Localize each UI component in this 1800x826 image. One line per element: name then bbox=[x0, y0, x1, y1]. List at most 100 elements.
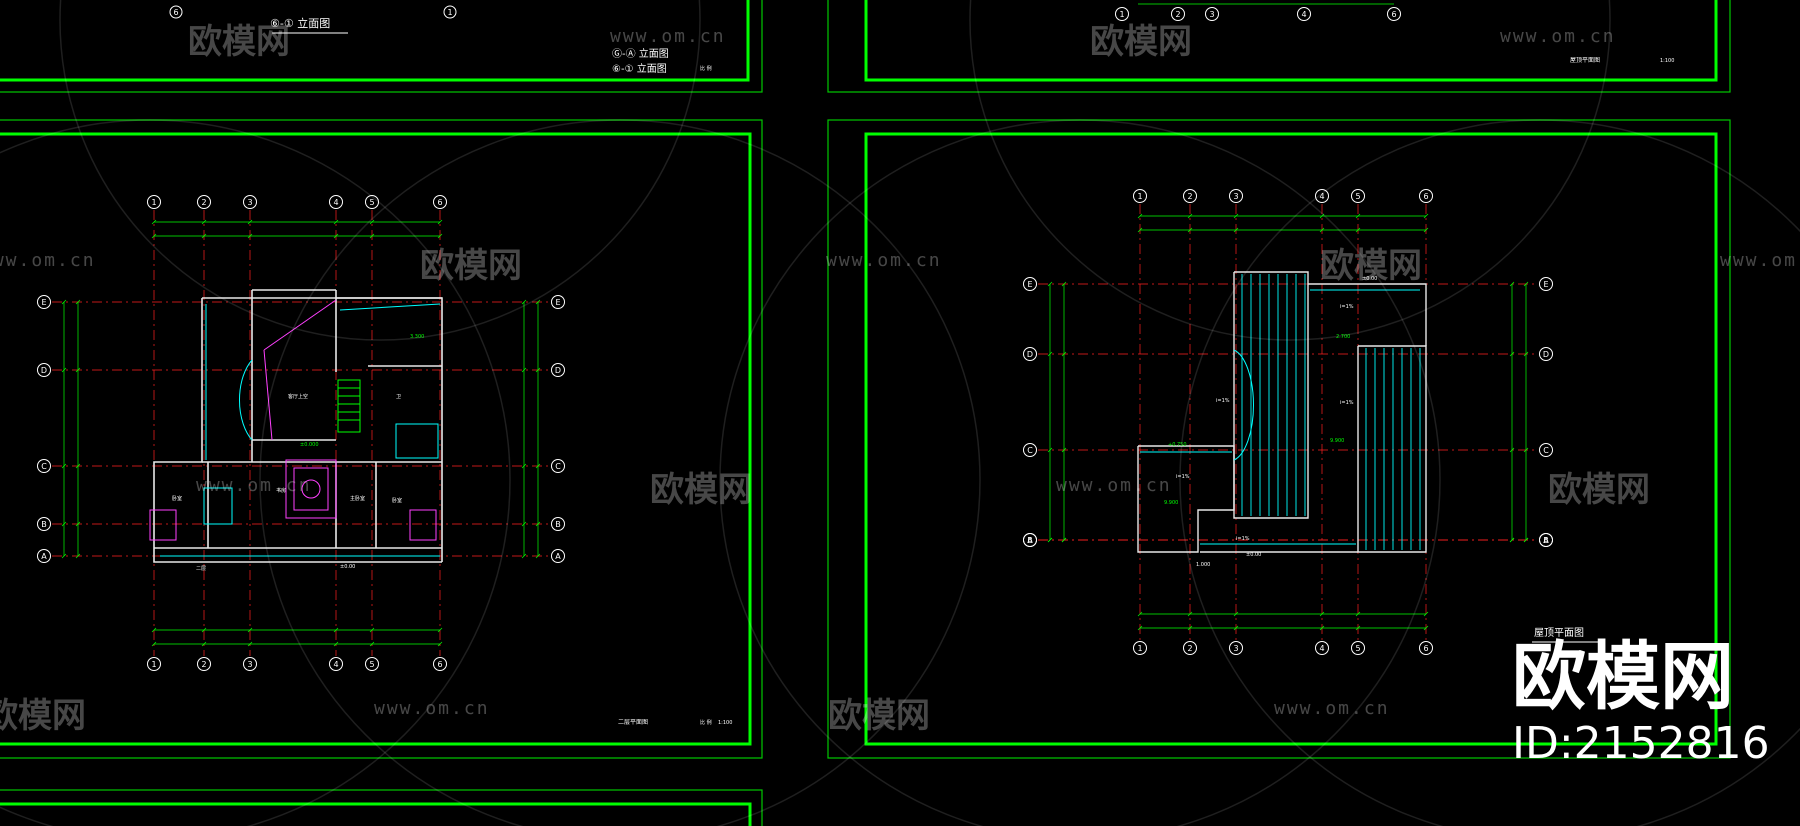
rp-axis-left-C: C bbox=[1023, 443, 1037, 457]
lp-axis-top-1-label: 1 bbox=[151, 198, 156, 207]
lp-axis-bottom-3-label: 3 bbox=[247, 660, 252, 669]
second-floor-plan: 客厅上空 卫 卧室 书房 主卧室 卧室 ±0.000 3.300 二层 ±0.0… bbox=[37, 195, 732, 726]
left-plan-annotations: 客厅上空 卫 卧室 书房 主卧室 卧室 ±0.000 3.300 二层 ±0.0… bbox=[172, 334, 424, 572]
right-plan-roof-outline bbox=[1137, 271, 1427, 553]
right-plan-roof-tiles bbox=[1241, 274, 1421, 550]
watermark-url: www.om.cn bbox=[1274, 698, 1390, 719]
rp-axis-top-2: 2 bbox=[1183, 189, 1197, 203]
lp-axis-bottom-1: 1 bbox=[147, 657, 161, 671]
watermark-logo: 欧模网 bbox=[0, 696, 86, 736]
left-plan-dimensions bbox=[61, 219, 541, 647]
watermark-logo: 欧模网 bbox=[650, 470, 752, 510]
rp-axis-top-3: 3 bbox=[1229, 189, 1243, 203]
svg-text:书房: 书房 bbox=[276, 487, 286, 494]
lp-axis-left-B-label: B bbox=[41, 520, 47, 529]
sheet-bottom-left bbox=[0, 789, 763, 826]
lp-axis-bottom-3: 3 bbox=[243, 657, 257, 671]
left-plan-axis-lines bbox=[52, 210, 550, 656]
lp-axis-top-4-label: 4 bbox=[333, 198, 338, 207]
rp-axis-bottom-3-label: 3 bbox=[1233, 644, 1238, 653]
right-plan-annotations: +0.750 i=1% 9.900 9.900 2.700 i=1% i=1% … bbox=[1164, 276, 1377, 568]
left-plan-title: 二层平面图 bbox=[618, 719, 648, 726]
lp-axis-right-C: C bbox=[551, 459, 565, 473]
lp-axis-top-3-label: 3 bbox=[247, 198, 252, 207]
rp-axis-bottom-5-label: 5 bbox=[1355, 644, 1360, 653]
svg-text:i=1%: i=1% bbox=[1340, 400, 1354, 406]
lp-axis-top-6-label: 6 bbox=[437, 198, 442, 207]
svg-text:卧室: 卧室 bbox=[392, 497, 402, 504]
svg-text:9.900: 9.900 bbox=[1330, 438, 1344, 444]
lp-axis-top-4: 4 bbox=[329, 195, 343, 209]
watermark-url: www.om.cn bbox=[196, 475, 312, 496]
rp-axis-top-3-label: 3 bbox=[1233, 192, 1238, 201]
rp-axis-top-4-label: 4 bbox=[1319, 192, 1324, 201]
rp-axis-right-C-label: C bbox=[1543, 446, 1549, 455]
lp-axis-right-B: B bbox=[551, 517, 565, 531]
svg-text:±0.00: ±0.00 bbox=[1362, 276, 1377, 282]
rp-axis-bottom-3: 3 bbox=[1229, 641, 1243, 655]
sheet-top-left-content: 6 1 ⑥-① 立面图 Ⓖ-Ⓐ 立面图 ⑥-① 立面图 比 例 bbox=[169, 5, 712, 75]
rp-axis-left-C-label: C bbox=[1027, 446, 1033, 455]
watermark-logo: 欧模网 bbox=[1320, 246, 1422, 286]
rp-axis-left-E-label: E bbox=[1027, 280, 1032, 289]
lp-axis-left-C-label: C bbox=[41, 462, 47, 471]
watermark-logo: 欧模网 bbox=[1548, 470, 1650, 510]
lp-axis-top-2: 2 bbox=[197, 195, 211, 209]
rp-axis-bottom-2-label: 2 bbox=[1187, 644, 1192, 653]
svg-text:1.000: 1.000 bbox=[1196, 562, 1210, 568]
top-right-axis-2: 2 bbox=[1171, 7, 1185, 21]
right-plan-axis-lines bbox=[1038, 204, 1538, 640]
rp-axis-top-5-label: 5 bbox=[1355, 192, 1360, 201]
lp-axis-bottom-6-label: 6 bbox=[437, 660, 442, 669]
top-right-axis-1: 1 bbox=[1115, 7, 1129, 21]
lp-axis-bottom-4-label: 4 bbox=[333, 660, 338, 669]
lp-axis-top-6: 6 bbox=[433, 195, 447, 209]
lp-axis-left-E: E bbox=[37, 295, 51, 309]
left-plan-furniture bbox=[149, 299, 437, 541]
legend-elevation-b: ⑥-① 立面图 bbox=[612, 62, 667, 75]
sheet-top-left-outer bbox=[0, 0, 763, 93]
lp-axis-top-5-label: 5 bbox=[369, 198, 374, 207]
rp-axis-right-A-label: A bbox=[1543, 536, 1549, 545]
sheet-top-right-outer bbox=[827, 0, 1731, 93]
lp-axis-right-C-label: C bbox=[555, 462, 561, 471]
lp-axis-top-5: 5 bbox=[365, 195, 379, 209]
sheet-bottom-left-inner bbox=[0, 802, 752, 826]
right-plan-dimensions bbox=[1047, 213, 1529, 631]
top-right-axis-3-label: 3 bbox=[1209, 10, 1214, 19]
lp-axis-top-3: 3 bbox=[243, 195, 257, 209]
rp-axis-left-D: D bbox=[1023, 347, 1037, 361]
svg-text:卧室: 卧室 bbox=[172, 495, 182, 502]
lp-axis-right-E-label: E bbox=[555, 298, 560, 307]
lp-axis-bottom-4: 4 bbox=[329, 657, 343, 671]
lp-axis-bottom-2-label: 2 bbox=[201, 660, 206, 669]
svg-text:±0.00: ±0.00 bbox=[1246, 552, 1261, 558]
sheet-top-right-title: 屋顶平面图 bbox=[1570, 57, 1600, 64]
sheet-top-left-inner bbox=[0, 0, 750, 82]
watermark-url: www.om.cn bbox=[1500, 26, 1616, 47]
svg-text:i=1%: i=1% bbox=[1236, 536, 1250, 542]
lp-axis-bottom-5-label: 5 bbox=[369, 660, 374, 669]
rp-axis-left-A-label: A bbox=[1027, 536, 1033, 545]
top-right-axis-1-label: 1 bbox=[1119, 10, 1124, 19]
svg-text:6: 6 bbox=[173, 8, 178, 17]
lp-axis-bottom-6: 6 bbox=[433, 657, 447, 671]
sheet-top-right-inner bbox=[864, 0, 1718, 82]
brand-id: ID:2152816 bbox=[1512, 718, 1770, 769]
lp-axis-left-A: A bbox=[37, 549, 51, 563]
svg-text:客厅上空: 客厅上空 bbox=[288, 393, 308, 400]
brand-watermark: 欧模网 ID:2152816 bbox=[1512, 640, 1770, 768]
watermark-logo: 欧模网 bbox=[1090, 22, 1192, 62]
rp-axis-left-D-label: D bbox=[1027, 350, 1033, 359]
legend-elevation-a: Ⓖ-Ⓐ 立面图 bbox=[612, 47, 669, 60]
svg-text:二层: 二层 bbox=[196, 566, 206, 572]
top-right-axis-4-label: 4 bbox=[1301, 10, 1306, 19]
right-plan-details bbox=[1140, 289, 1420, 545]
rp-axis-bottom-1: 1 bbox=[1133, 641, 1147, 655]
rp-axis-bottom-5: 5 bbox=[1351, 641, 1365, 655]
